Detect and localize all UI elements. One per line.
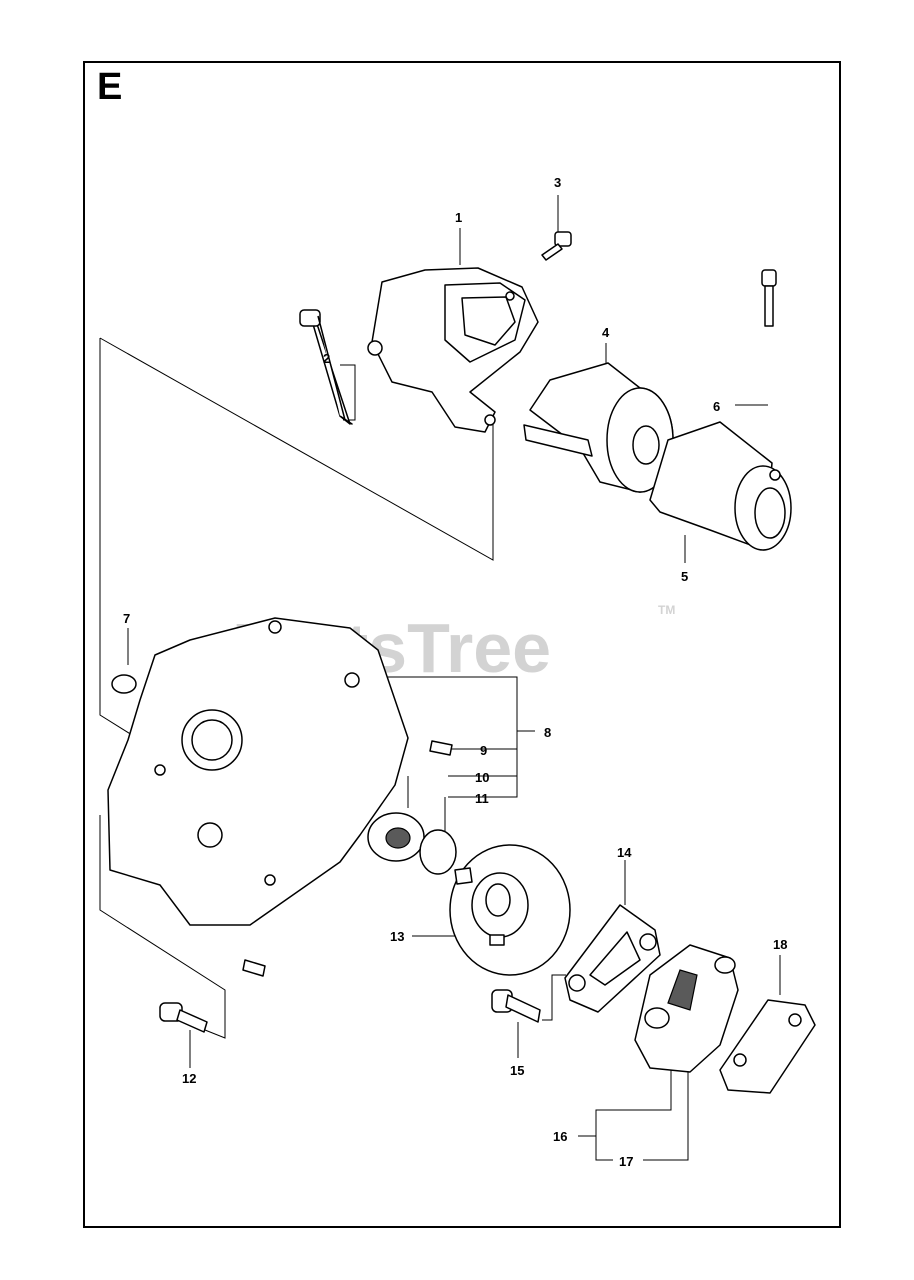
part-15-bolt xyxy=(491,989,541,1023)
callout-17: 17 xyxy=(619,1154,633,1169)
part-5-adapter xyxy=(649,421,792,551)
part-18-plate xyxy=(719,999,816,1094)
part-10-bearing xyxy=(367,812,425,862)
part-8-crankcase xyxy=(107,617,409,926)
part-3-screw xyxy=(541,231,572,261)
callout-12: 12 xyxy=(182,1071,196,1086)
callout-13: 13 xyxy=(390,929,404,944)
part-6-bolt xyxy=(761,269,777,327)
part-11-circlip xyxy=(419,829,457,875)
callout-18: 18 xyxy=(773,937,787,952)
part-16-clutch-assembly xyxy=(634,944,739,1073)
part-2-screw xyxy=(299,309,353,425)
callout-labels: 1 2 3 4 5 6 7 8 9 10 11 12 13 14 15 16 1… xyxy=(123,175,787,1169)
callout-2: 2 xyxy=(323,351,330,366)
part-7-ring xyxy=(111,674,137,694)
part-9-pin xyxy=(429,740,453,756)
callout-4: 4 xyxy=(602,325,610,340)
callout-14: 14 xyxy=(617,845,632,860)
callout-5: 5 xyxy=(681,569,688,584)
callout-10: 10 xyxy=(475,770,489,785)
callout-3: 3 xyxy=(554,175,561,190)
diagram-frame xyxy=(83,61,841,1228)
callout-15: 15 xyxy=(510,1063,524,1078)
part-14-plate xyxy=(564,904,661,1013)
callout-6: 6 xyxy=(713,399,720,414)
part-13-clutch-drum xyxy=(449,844,571,976)
part-1-housing xyxy=(367,267,539,433)
callout-16: 16 xyxy=(553,1129,567,1144)
callout-9: 9 xyxy=(480,743,487,758)
part-4-clamp xyxy=(523,362,674,493)
section-letter: E xyxy=(97,66,123,108)
part-12-bolt xyxy=(159,959,266,1033)
callout-8: 8 xyxy=(544,725,551,740)
watermark-trademark: TM xyxy=(658,603,675,617)
callout-7: 7 xyxy=(123,611,130,626)
callout-1: 1 xyxy=(455,210,462,225)
callout-11: 11 xyxy=(475,791,489,806)
